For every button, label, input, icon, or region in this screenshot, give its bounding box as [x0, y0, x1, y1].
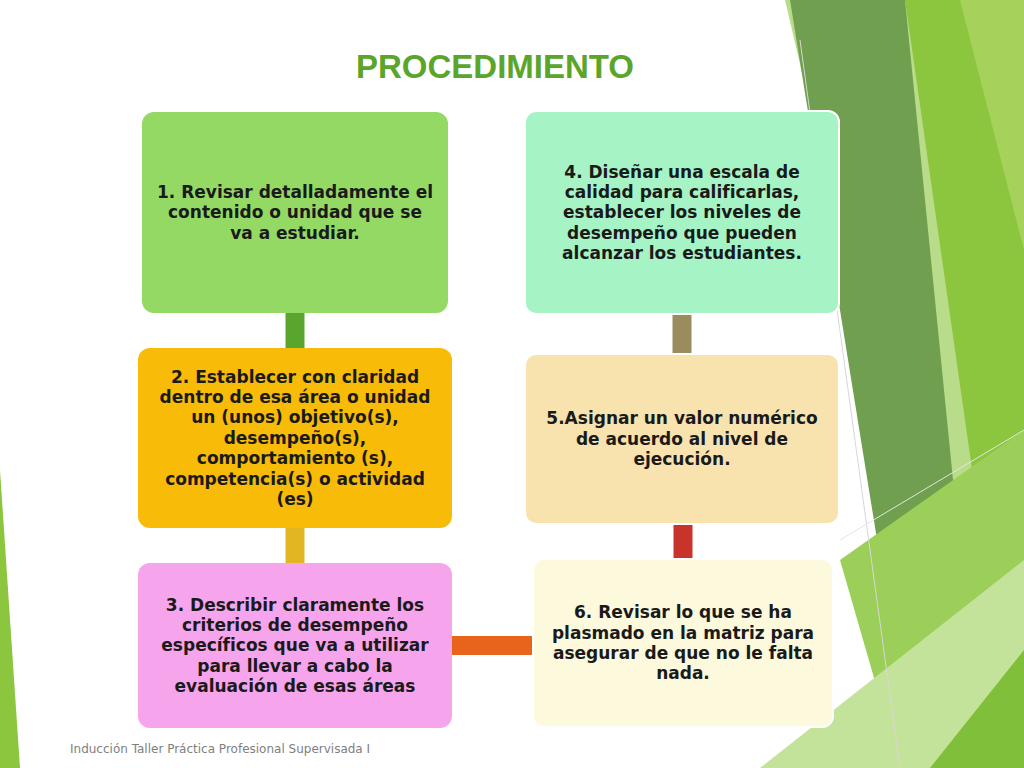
process-box: 1. Revisar detalladamente el contenido o… — [142, 112, 448, 313]
step-text: 3. Describir claramente los criterios de… — [150, 595, 440, 697]
diagram-title: PROCEDIMIENTO — [245, 48, 745, 86]
step-text: 2. Establecer con claridad dentro de esa… — [150, 367, 440, 510]
text-holder: 3. Describir claramente los criterios de… — [150, 595, 440, 697]
connector-bar — [286, 528, 305, 563]
connector-bar — [286, 313, 305, 348]
step-text: 1. Revisar detalladamente el contenido o… — [154, 182, 436, 243]
text-holder: 4. Diseñar una escala de calidad para ca… — [538, 162, 826, 264]
connector-bar — [452, 636, 532, 655]
text-holder: 6. Revisar lo que se ha plasmado en la m… — [546, 602, 820, 684]
connector-bar — [674, 525, 693, 558]
text-holder: 5.Asignar un valor numérico de acuerdo a… — [538, 408, 826, 469]
step-text: 6. Revisar lo que se ha plasmado en la m… — [546, 602, 820, 684]
process-box: 5.Asignar un valor numérico de acuerdo a… — [524, 353, 840, 525]
footer-note: Inducción Taller Práctica Profesional Su… — [70, 742, 370, 756]
process-box: 6. Revisar lo que se ha plasmado en la m… — [532, 558, 834, 728]
step-text: 4. Diseñar una escala de calidad para ca… — [538, 162, 826, 264]
bg-strip — [960, 0, 1024, 250]
text-holder: 1. Revisar detalladamente el contenido o… — [154, 182, 436, 243]
process-box: 4. Diseñar una escala de calidad para ca… — [524, 110, 840, 315]
bg-line — [840, 430, 1024, 540]
process-box: 2. Establecer con claridad dentro de esa… — [138, 348, 452, 528]
connector-bar — [673, 315, 692, 353]
step-text: 5.Asignar un valor numérico de acuerdo a… — [538, 408, 826, 469]
bg-strip — [930, 650, 1024, 768]
text-holder: 2. Establecer con claridad dentro de esa… — [150, 367, 440, 510]
process-box: 3. Describir claramente los criterios de… — [138, 563, 452, 728]
bg-corner — [0, 470, 20, 768]
